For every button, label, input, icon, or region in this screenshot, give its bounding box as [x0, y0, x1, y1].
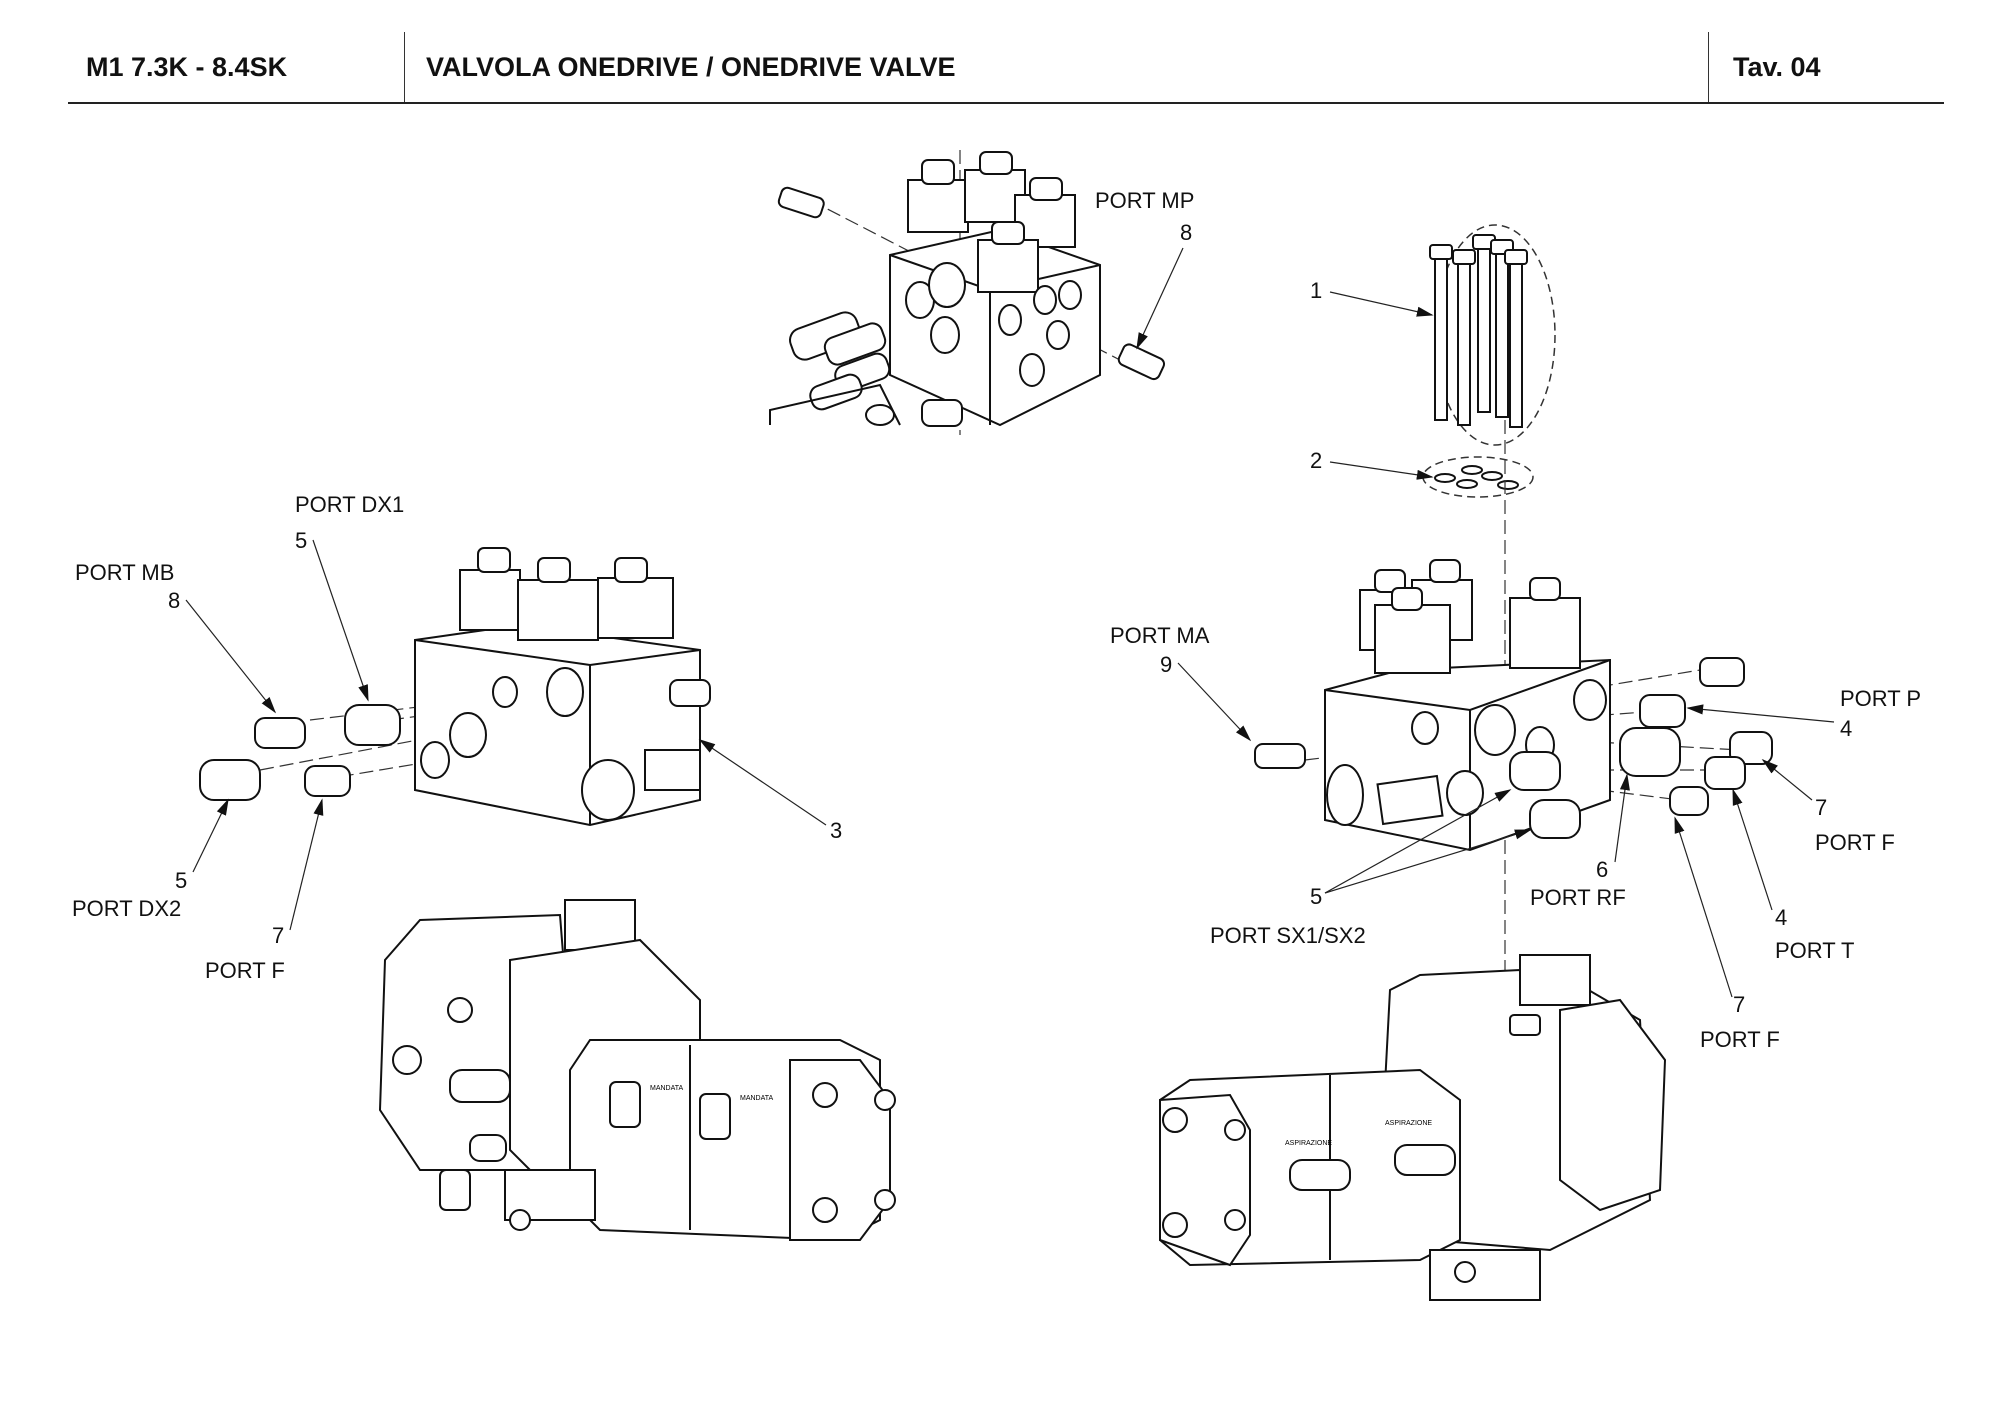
- callout-port-label: PORT MP: [1095, 188, 1194, 213]
- solenoid-coil: [517, 557, 599, 641]
- callout-port-dx1: PORT DX1 5: [295, 492, 404, 702]
- callout-number: 7: [272, 923, 284, 948]
- pressure-sensor-fitting: [669, 679, 711, 707]
- callout-port-t: 4 PORT T: [1732, 788, 1854, 963]
- fitting: [1639, 694, 1686, 728]
- pressure-sensor-fitting: [1117, 343, 1166, 381]
- callout-port-f-upper: 7 PORT F: [1761, 758, 1895, 855]
- callout-number: 2: [1310, 448, 1322, 473]
- table-number: Tav. 04: [1733, 51, 1821, 82]
- callout-port-label: PORT DX2: [72, 896, 181, 921]
- fitting: [1699, 657, 1745, 687]
- bolt: [1429, 244, 1453, 421]
- callout-number: 4: [1775, 905, 1787, 930]
- fitting: [199, 759, 261, 801]
- fitting: [1729, 731, 1773, 765]
- callout-item-2: 2: [1310, 448, 1434, 480]
- callout-number: 3: [830, 818, 842, 843]
- callout-port-label: PORT P: [1840, 686, 1921, 711]
- callout-number: 5: [175, 868, 187, 893]
- callout-port-label: PORT T: [1775, 938, 1854, 963]
- fitting: [809, 352, 891, 411]
- callout-port-mp: PORT MP 8: [1095, 188, 1194, 350]
- header-divider: [404, 32, 405, 102]
- right-valve-assembly: [1254, 559, 1773, 852]
- callout-port-label: PORT F: [1700, 1027, 1780, 1052]
- top-valve-assembly: [769, 150, 1166, 435]
- left-pump-assembly: MANDATA MANDATA: [378, 899, 896, 1242]
- callout-port-rf: 6 PORT RF: [1530, 773, 1630, 910]
- callout-port-p: PORT P 4: [1686, 686, 1921, 741]
- callout-port-label: PORT MA: [1110, 623, 1210, 648]
- callout-number: 7: [1733, 992, 1745, 1017]
- callout-number: 9: [1160, 652, 1172, 677]
- washer-set: [1422, 456, 1534, 498]
- header-divider: [1708, 32, 1709, 102]
- bolt-set: [1429, 224, 1556, 446]
- solenoid-coil: [459, 547, 521, 631]
- callout-port-label: PORT F: [205, 958, 285, 983]
- left-valve-assembly: [199, 547, 711, 827]
- title-block: M1 7.3K - 8.4SK VALVOLA ONEDRIVE / ONEDR…: [68, 32, 1944, 104]
- solenoid-coil: [1374, 587, 1451, 674]
- callout-number: 4: [1840, 716, 1852, 741]
- callout-item-3: 3: [698, 739, 842, 843]
- callout-port-f-left: 7 PORT F: [205, 798, 324, 983]
- callout-port-label: PORT RF: [1530, 885, 1626, 910]
- pump-nameplate: ASPIRAZIONE: [1385, 1120, 1432, 1127]
- solenoid-coil: [1509, 577, 1581, 669]
- solenoid-coil: [597, 557, 674, 639]
- callout-number: 7: [1815, 795, 1827, 820]
- callout-number: 8: [1180, 220, 1192, 245]
- callout-port-ma: PORT MA 9: [1110, 623, 1252, 742]
- model-code: M1 7.3K - 8.4SK: [86, 51, 288, 82]
- fitting: [344, 704, 401, 746]
- fitting: [1619, 727, 1681, 777]
- callout-number: 5: [1310, 884, 1322, 909]
- solenoid-coil: [907, 159, 969, 233]
- callout-port-mb: PORT MB 8: [75, 560, 277, 714]
- drawing-title: VALVOLA ONEDRIVE / ONEDRIVE VALVE: [426, 51, 956, 82]
- callout-number: 8: [168, 588, 180, 613]
- fitting: [304, 765, 351, 797]
- bolt: [1490, 239, 1514, 418]
- bolt: [1472, 234, 1496, 413]
- callout-port-label: PORT DX1: [295, 492, 404, 517]
- pressure-sensor-fitting: [1254, 743, 1306, 769]
- fitting: [1529, 799, 1581, 839]
- callout-port-f-lower: 7 PORT F: [1674, 816, 1780, 1052]
- right-pump-assembly: ASPIRAZIONE ASPIRAZIONE: [1159, 954, 1667, 1301]
- fitting: [1509, 751, 1561, 791]
- fitting: [1669, 786, 1709, 816]
- callout-port-label: PORT SX1/SX2: [1210, 923, 1366, 948]
- callout-item-1: 1: [1310, 278, 1434, 317]
- callout-port-label: PORT F: [1815, 830, 1895, 855]
- solenoid-coil: [977, 221, 1039, 293]
- callout-port-dx2: 5 PORT DX2: [72, 798, 229, 921]
- callout-port-sx: 5 PORT SX1/SX2: [1210, 789, 1532, 948]
- pump-nameplate: ASPIRAZIONE: [1285, 1140, 1332, 1147]
- bolt: [1452, 249, 1476, 426]
- callout-number: 1: [1310, 278, 1322, 303]
- fitting: [254, 717, 306, 749]
- fitting: [921, 399, 963, 427]
- fitting: [777, 186, 825, 219]
- bolt: [1504, 249, 1528, 428]
- callout-port-label: PORT MB: [75, 560, 174, 585]
- pump-nameplate: MANDATA: [650, 1085, 684, 1092]
- callout-number: 5: [295, 528, 307, 553]
- pump-nameplate: MANDATA: [740, 1095, 774, 1102]
- fitting: [1704, 756, 1746, 790]
- fitting: [789, 311, 887, 366]
- callout-number: 6: [1596, 857, 1608, 882]
